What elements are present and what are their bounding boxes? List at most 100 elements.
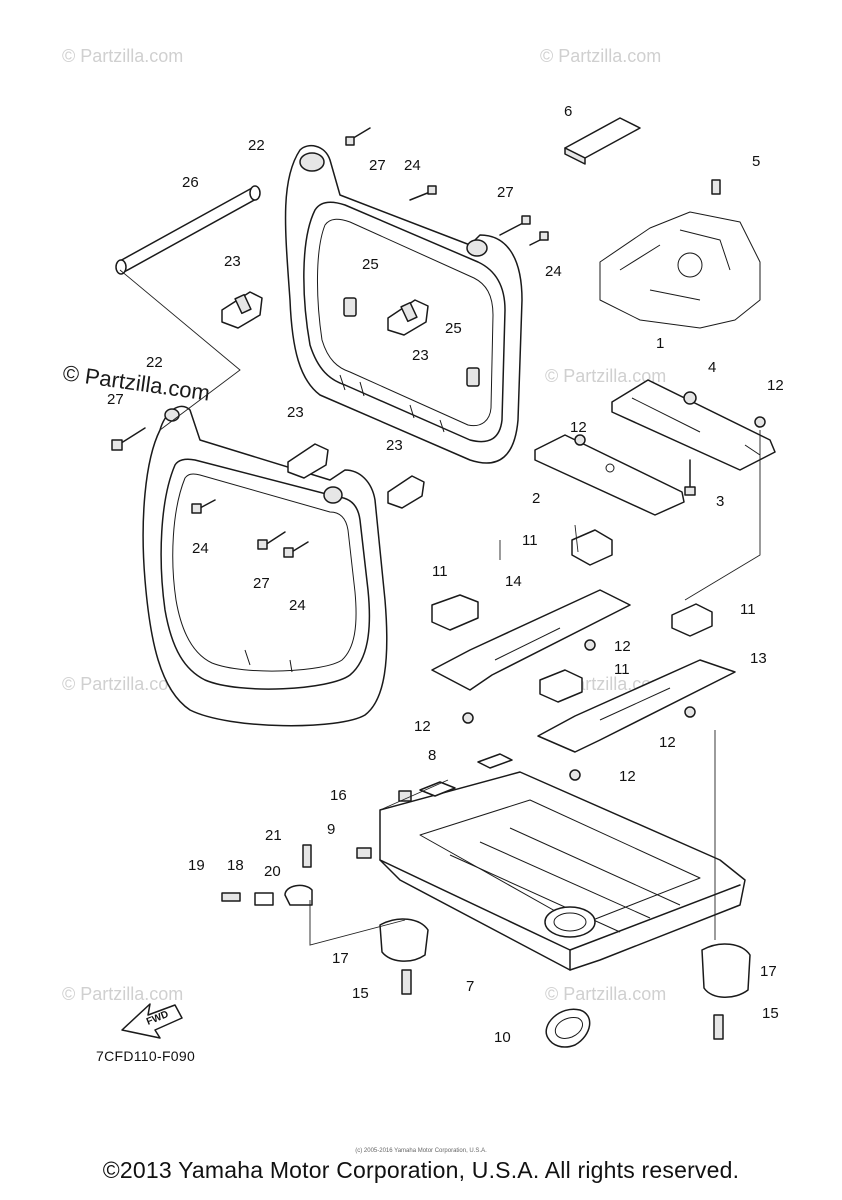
callout-19: 19 [188,857,205,874]
part-12-nut [574,434,586,446]
callout-24: 24 [289,597,306,614]
part-17-foot [701,943,751,998]
callout-14: 14 [505,573,522,590]
part-15-bolt [401,969,412,995]
part-23-bracket [387,475,425,509]
part-8-pad [419,781,456,797]
callout-5: 5 [752,153,760,170]
fwd-arrow-icon: FWD [121,1003,183,1039]
part-18-clamp [254,892,274,906]
callout-10: 10 [494,1029,511,1046]
part-1-detail [631,397,761,456]
diagram-code: 7CFD110-F090 [96,1048,196,1064]
callout-22: 22 [248,137,265,154]
callout-21: 21 [265,827,282,844]
callout-17: 17 [332,950,349,967]
part-8-pad [477,753,513,769]
source-note: (c) 2005-2016 Yamaha Motor Corporation, … [355,1148,487,1154]
callout-labels: 1 2 3 4 5 6 7 8 9 10 11 11 11 11 12 12 1… [107,103,784,1046]
callout-11: 11 [432,563,448,580]
part-12-nut [584,639,596,651]
callout-1: 1 [656,335,664,352]
callout-24: 24 [404,157,421,174]
part-26-shaft [115,185,261,275]
callout-16: 16 [330,787,347,804]
part-20-clip [284,884,313,906]
callout-27: 27 [497,184,514,201]
part-10-grommet [545,1008,591,1048]
callout-24: 24 [192,540,209,557]
part-12-nut [684,706,696,718]
callout-9: 9 [327,821,335,838]
callout-11: 11 [522,532,538,549]
callout-23: 23 [412,347,429,364]
part-25-clip [466,367,480,387]
watermark: © Partzilla.com [62,674,183,694]
copyright-notice: ©2013 Yamaha Motor Corporation, U.S.A. A… [102,1157,740,1183]
callout-15: 15 [762,1005,779,1022]
callout-12: 12 [619,768,636,785]
watermark: © Partzilla.com [62,46,183,66]
part-14-detail [494,627,561,661]
watermark-prominent: © Partzilla.com [61,360,211,405]
part-12-nut [569,769,581,781]
watermark: © Partzilla.com [545,984,666,1004]
callout-20: 20 [264,863,281,880]
watermark: © Partzilla.com [540,46,661,66]
part-12-nut [754,416,766,428]
callout-27: 27 [107,391,124,408]
callout-12: 12 [659,734,676,751]
callout-17: 17 [760,963,777,980]
part-10-grommet-inner [554,1016,584,1039]
callout-13: 13 [750,650,767,667]
part-4-nut [683,391,697,405]
part-25-clip [343,297,357,317]
part-2-plate [534,434,685,516]
part-11-mount [571,529,613,566]
watermark-layer: © Partzilla.com © Partzilla.com © Partzi… [62,46,666,1004]
part-12-nut [462,712,474,724]
callout-4: 4 [708,359,716,376]
part-22-front-frame [142,405,388,727]
part-13-detail [599,687,671,721]
plate-hole [605,463,615,473]
part-22-rear-frame [284,144,523,464]
callout-15: 15 [352,985,369,1002]
callout-22: 22 [146,354,163,371]
part-1-bracket [611,379,776,471]
callout-8: 8 [428,747,436,764]
part-19-screw [221,892,241,902]
leader-lines [119,269,761,946]
part-14-rail [431,589,631,691]
callout-25: 25 [362,256,379,273]
part-11-mount [431,594,479,631]
part-6-plate [564,117,641,159]
callout-11: 11 [740,601,756,618]
callout-25: 25 [445,320,462,337]
part-13-rail [537,659,736,753]
part-11-mount [539,669,583,703]
part-15-bolt [713,1014,724,1040]
part-17-foot [379,918,429,962]
part-21-screw [302,844,312,868]
callout-12: 12 [614,638,631,655]
callout-27: 27 [369,157,386,174]
callout-3: 3 [716,493,724,510]
callout-6: 6 [564,103,572,120]
part-7-tray [379,771,746,971]
bolt-set [111,127,549,558]
watermark: © Partzilla.com [62,984,183,1004]
callout-23: 23 [224,253,241,270]
callout-23: 23 [287,404,304,421]
part-23-bracket [221,291,263,329]
part-23-bracket [387,299,429,336]
callout-12: 12 [767,377,784,394]
part-16-nut [398,790,412,802]
part-23-bracket [287,443,329,479]
callout-12: 12 [414,718,431,735]
callout-7: 7 [466,978,474,995]
part-3-bolt-head [684,486,696,496]
callout-12: 12 [570,419,587,436]
callout-24: 24 [545,263,562,280]
watermark: © Partzilla.com [545,366,666,386]
